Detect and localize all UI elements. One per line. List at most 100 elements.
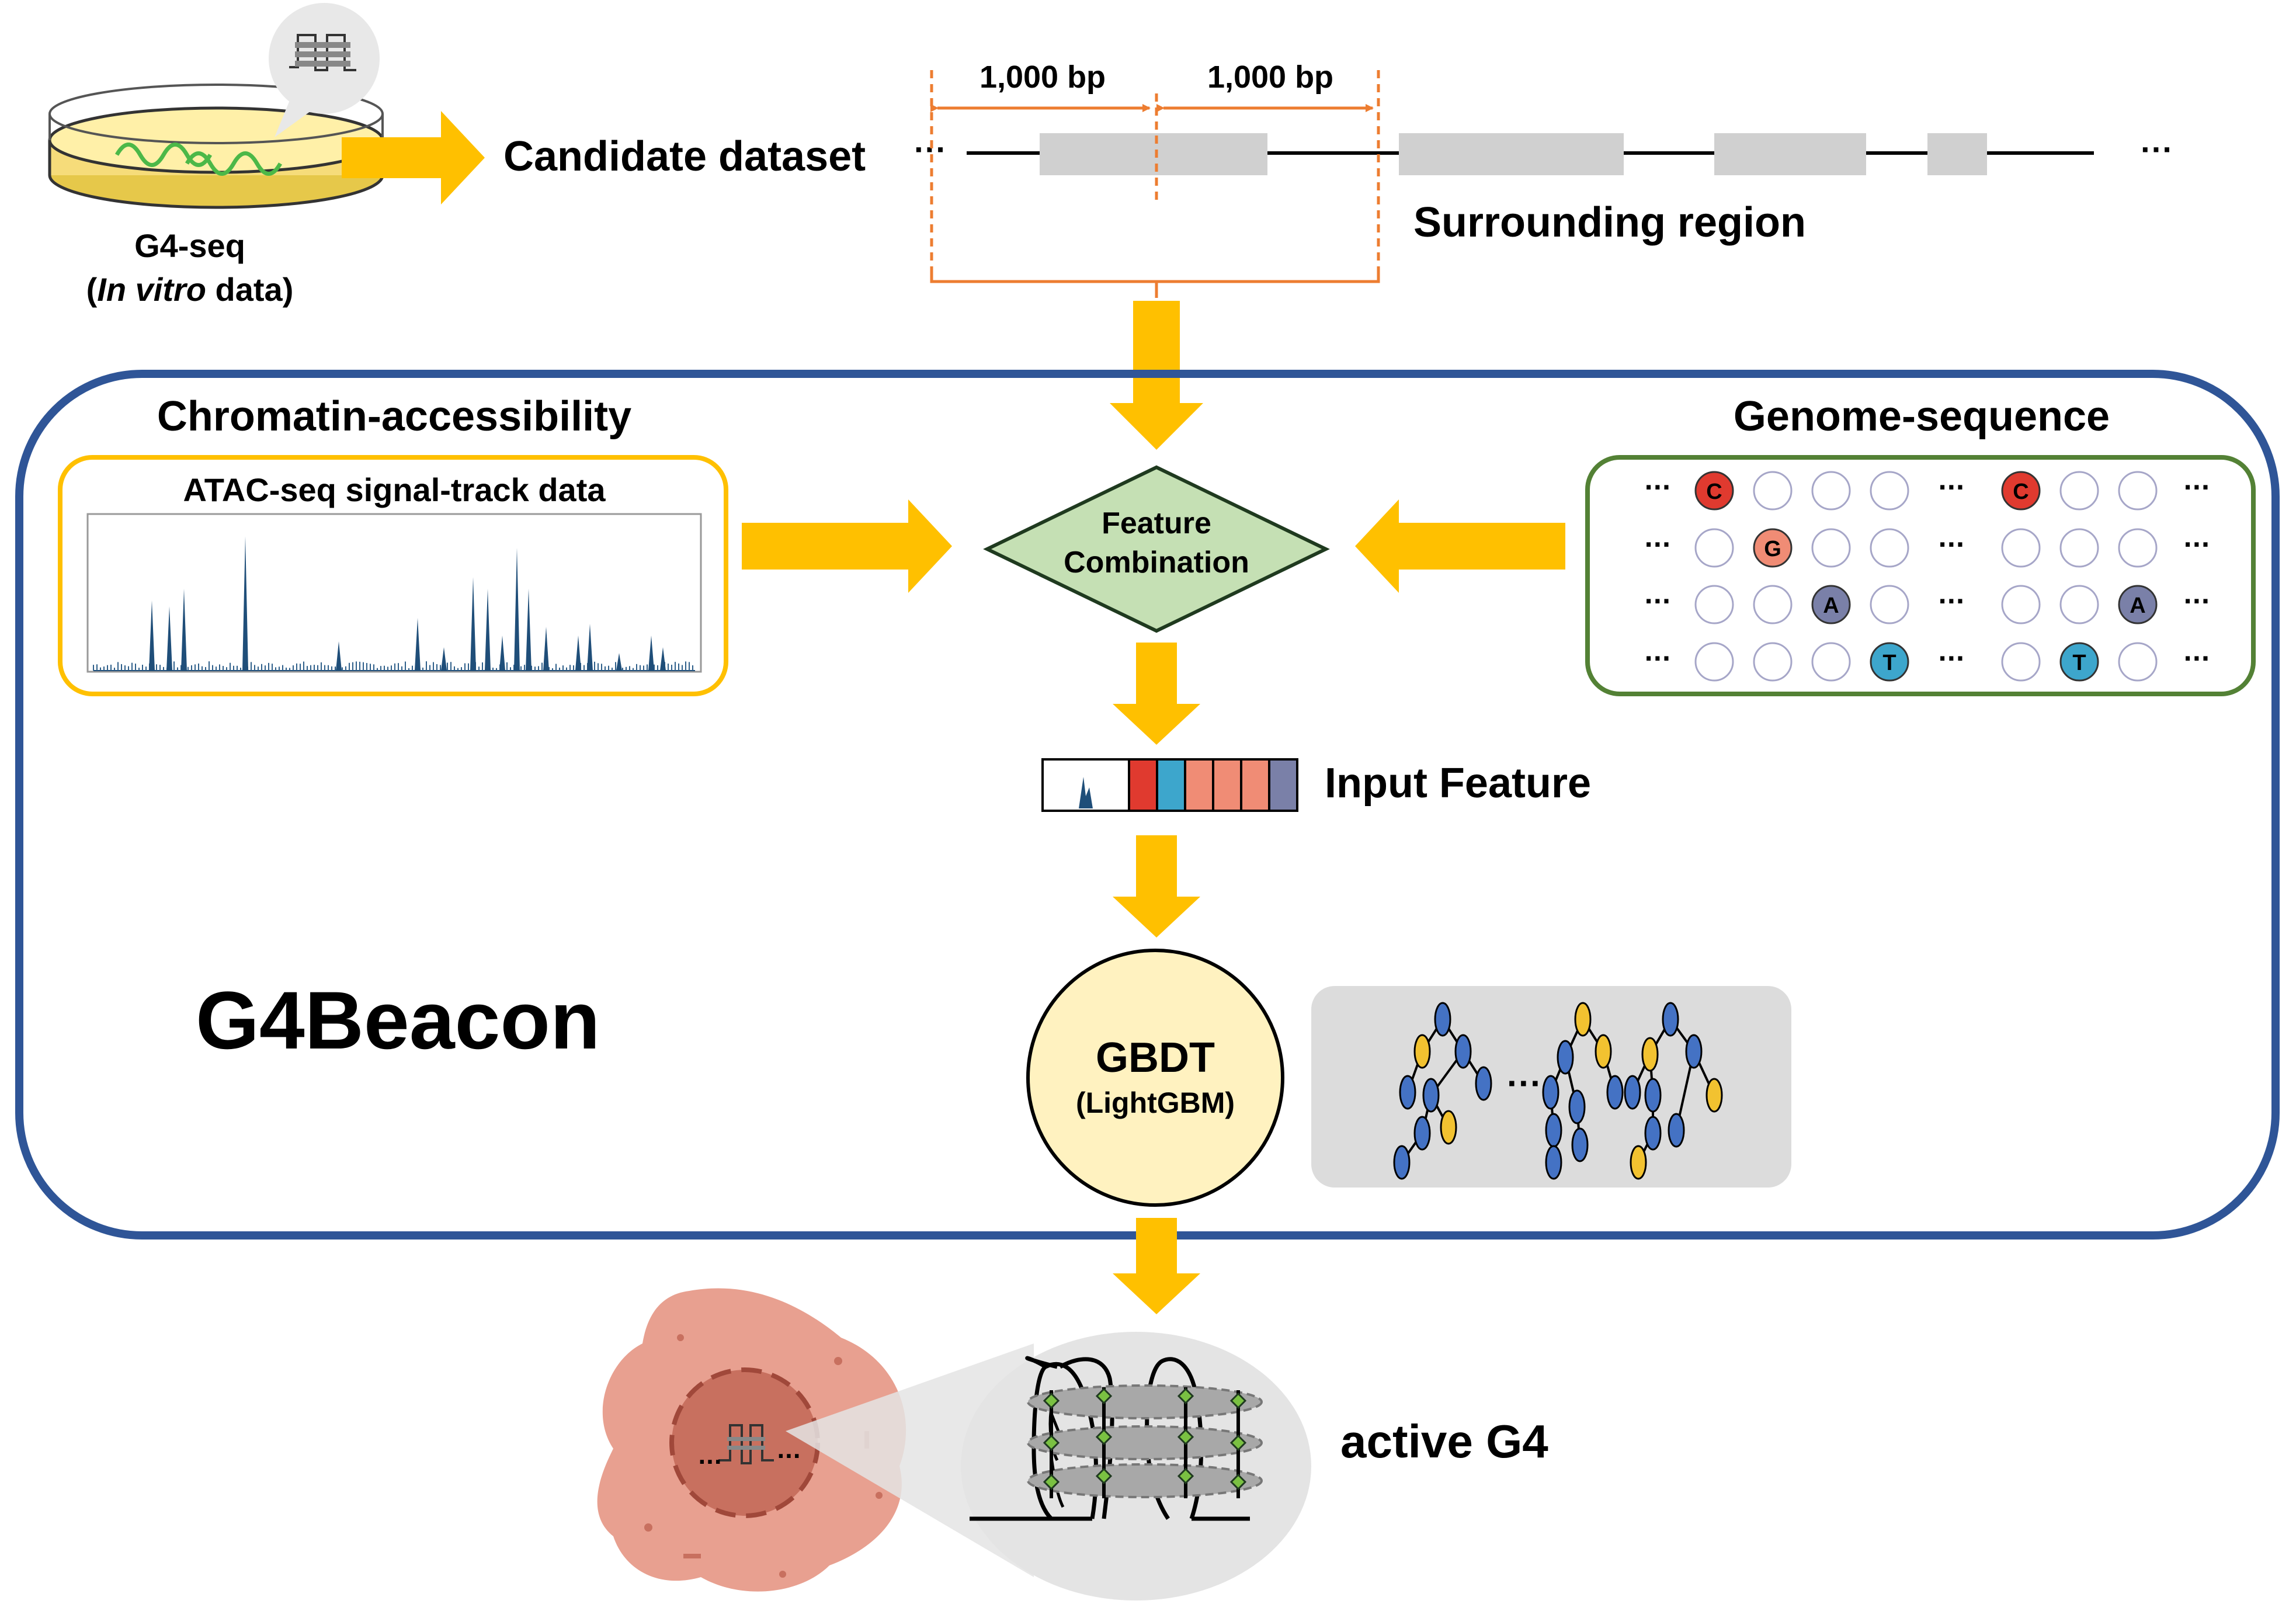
base-letter: C — [2013, 480, 2028, 504]
feature-combination-diamond — [983, 465, 1330, 633]
base-letter: T — [1882, 651, 1896, 675]
grid-ellipsis: ··· — [1938, 532, 1965, 558]
empty-base-circle — [1811, 528, 1851, 568]
feature-cell — [1184, 758, 1214, 812]
empty-base-circle — [2001, 528, 2041, 568]
base-letter: A — [1823, 593, 1839, 618]
arrow-down-3 — [1113, 835, 1200, 938]
tree-node — [1545, 1145, 1562, 1180]
chromatin-accessibility-title: Chromatin-accessibility — [157, 393, 631, 440]
empty-base-circle — [1694, 585, 1734, 624]
g4-quadruplex-icon — [970, 1356, 1263, 1521]
bp-right-label: 1,000 bp — [1207, 60, 1333, 95]
tree-node — [1542, 1075, 1559, 1110]
base-letter: G — [1764, 537, 1781, 561]
empty-base-circle — [1870, 585, 1909, 624]
empty-base-circle — [1811, 642, 1851, 682]
region-box-2 — [1399, 133, 1624, 175]
arrow-down-4 — [1113, 1218, 1200, 1314]
grid-ellipsis: ··· — [2183, 645, 2210, 672]
candidate-region-box — [1040, 133, 1267, 175]
base-letter: T — [2072, 651, 2086, 675]
genome-sequence-panel — [1585, 455, 2256, 696]
grid-ellipsis: ··· — [2183, 474, 2210, 501]
svg-text:···: ··· — [698, 1450, 722, 1474]
base-letter: C — [1706, 480, 1722, 504]
arrow-genome-to-combination — [1355, 499, 1565, 593]
atac-title: ATAC-seq signal-track data — [183, 471, 606, 508]
base-G-circle — [1753, 528, 1793, 568]
feature-cell — [1212, 758, 1242, 812]
tree-node — [1595, 1034, 1612, 1069]
input-feature-label: Input Feature — [1325, 760, 1591, 807]
candidate-dataset-label: Candidate dataset — [503, 133, 866, 180]
base-T-circle — [1870, 642, 1909, 682]
grid-ellipsis: ··· — [1644, 532, 1671, 558]
base-C-circle — [1694, 471, 1734, 511]
bp-left-label: 1,000 bp — [979, 60, 1106, 95]
empty-base-circle — [2001, 585, 2041, 624]
atac-track-frame — [86, 513, 702, 673]
right-ellipsis: ··· — [2141, 131, 2173, 168]
g4seq-label: G4-seq — [134, 227, 245, 264]
grid-ellipsis: ··· — [2183, 588, 2210, 615]
atac-signal-track — [93, 536, 695, 671]
genome-sequence-title: Genome-sequence — [1734, 393, 2110, 440]
tree-node — [1606, 1075, 1624, 1110]
feature-label-line2: Combination — [1064, 546, 1249, 579]
g4beacon-title: G4Beacon — [196, 974, 600, 1066]
empty-base-circle — [1753, 642, 1793, 682]
active-g4-label: active G4 — [1340, 1415, 1548, 1467]
empty-base-circle — [2059, 528, 2099, 568]
genomic-region-track: ··· ··· — [914, 131, 2173, 175]
feature-cell — [1156, 758, 1186, 812]
g4-zoom-bubble-icon — [269, 3, 380, 137]
tree-node — [1662, 1002, 1679, 1037]
tree-node — [1422, 1078, 1440, 1113]
tree-node — [1399, 1075, 1416, 1110]
empty-base-circle — [1753, 471, 1793, 511]
grid-ellipsis: ··· — [1644, 474, 1671, 501]
grid-ellipsis: ··· — [1938, 645, 1965, 672]
in-vitro-label: (In vitro data) — [86, 271, 294, 308]
empty-base-circle — [2118, 528, 2158, 568]
petri-dish-icon — [48, 84, 384, 209]
arrow-to-candidate — [342, 111, 485, 204]
feature-cell — [1240, 758, 1270, 812]
tree-ellipsis: ··· — [1507, 1064, 1542, 1103]
grid-ellipsis: ··· — [1938, 474, 1965, 501]
gbdt-label: GBDT — [1096, 1034, 1215, 1081]
tree-node — [1705, 1078, 1723, 1113]
tree-node — [1434, 1002, 1451, 1037]
region-box-4 — [1927, 133, 1987, 175]
tree-node — [1568, 1089, 1586, 1124]
tree-node — [1440, 1110, 1457, 1145]
tree-node — [1641, 1037, 1659, 1072]
tree-node — [1393, 1145, 1411, 1180]
grid-ellipsis: ··· — [1644, 645, 1671, 672]
feature-cell — [1268, 758, 1298, 812]
feature-label-line1: Feature — [1102, 506, 1211, 540]
svg-text:···: ··· — [777, 1445, 801, 1468]
empty-base-circle — [1753, 585, 1793, 624]
input-feature-vector — [1041, 758, 1298, 812]
empty-base-circle — [1870, 471, 1909, 511]
tree-node — [1571, 1127, 1589, 1162]
tree-node — [1685, 1034, 1703, 1069]
base-C-circle — [2001, 471, 2041, 511]
empty-base-circle — [2059, 585, 2099, 624]
empty-base-circle — [2001, 642, 2041, 682]
feature-cell — [1128, 758, 1158, 812]
tree-node — [1644, 1078, 1662, 1113]
tree-node — [1630, 1145, 1647, 1180]
tree-node — [1624, 1075, 1641, 1110]
grid-ellipsis: ··· — [1644, 588, 1671, 615]
base-letter: A — [2130, 593, 2145, 618]
base-A-circle — [1811, 585, 1851, 624]
tree-node — [1668, 1113, 1685, 1148]
surrounding-bracket — [930, 70, 1380, 298]
tree-node — [1574, 1002, 1592, 1037]
